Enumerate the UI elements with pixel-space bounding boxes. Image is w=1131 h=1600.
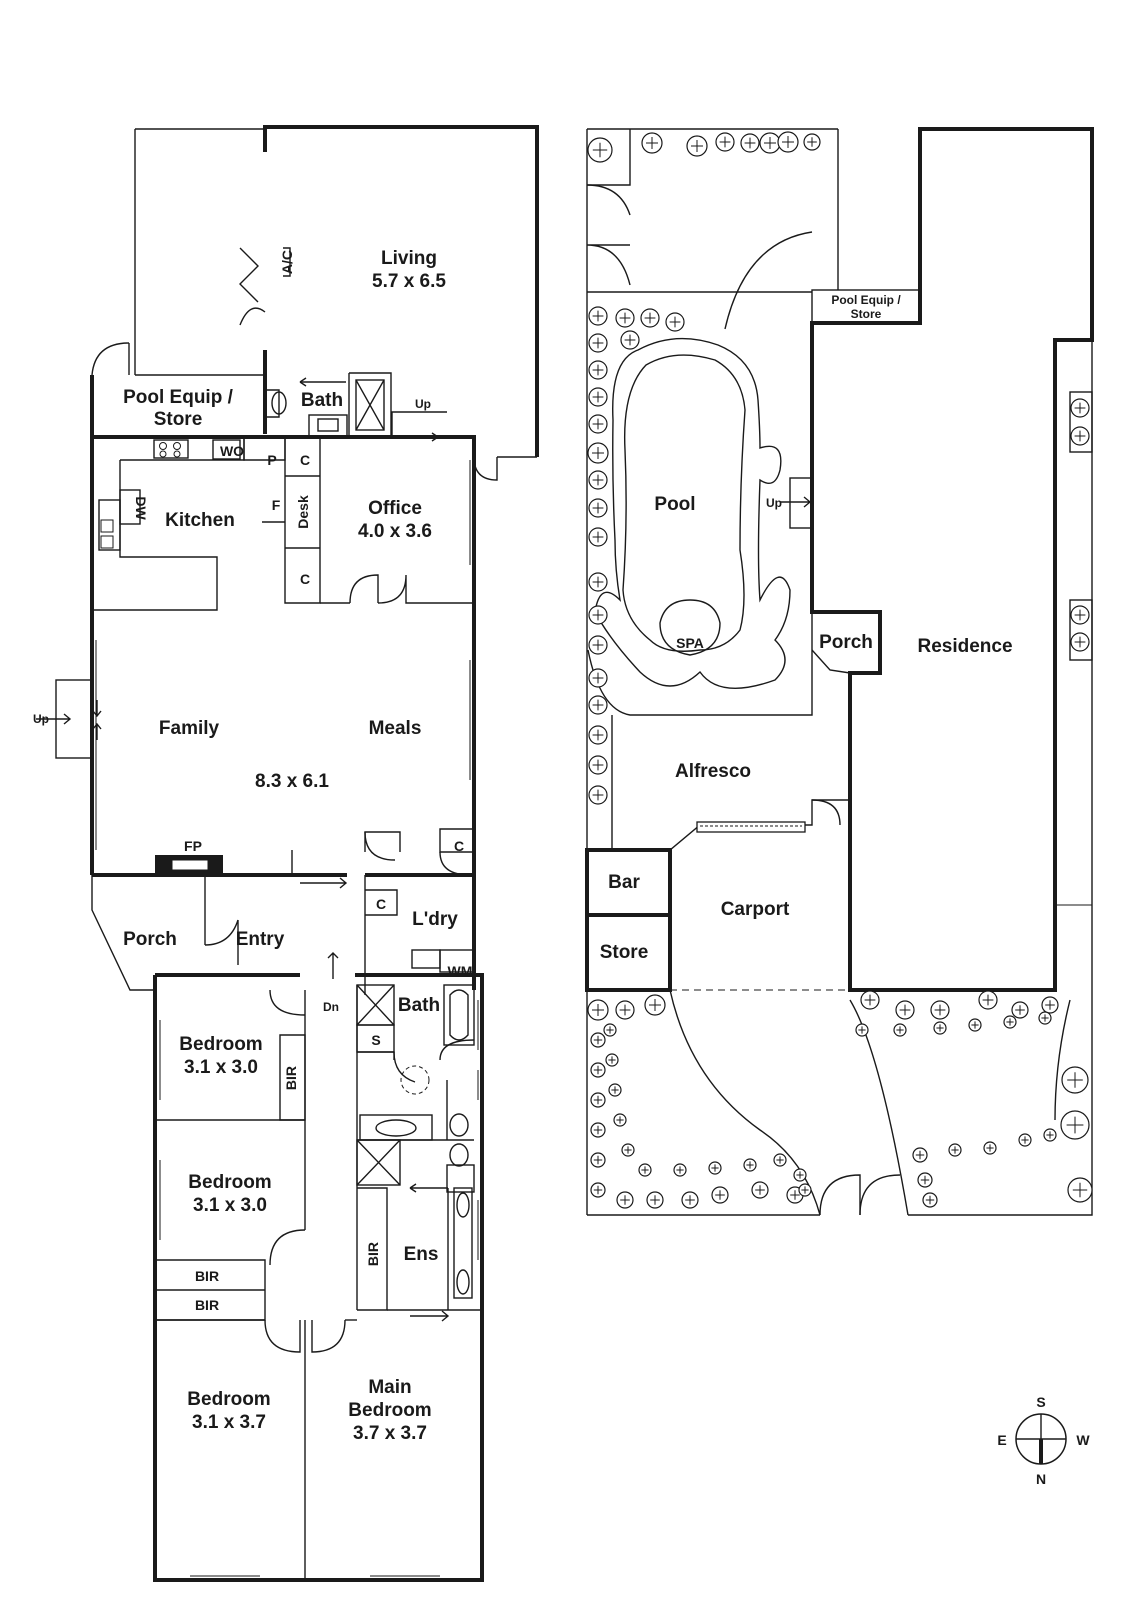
living-dims: 5.7 x 6.5 bbox=[372, 271, 446, 292]
bedroom-1-label: Bedroom bbox=[179, 1034, 262, 1055]
dn-label: Dn bbox=[323, 1000, 339, 1014]
residence-label: Residence bbox=[917, 636, 1012, 657]
shower-s-label: S bbox=[371, 1032, 380, 1048]
store-label: Store bbox=[600, 942, 649, 963]
entry-label: Entry bbox=[236, 929, 285, 950]
bar-label: Bar bbox=[608, 872, 640, 893]
family-dims: 8.3 x 6.1 bbox=[255, 771, 329, 792]
house-plan bbox=[36, 125, 539, 1582]
porch-left-label: Porch bbox=[123, 929, 177, 950]
bir-1-label: BIR bbox=[283, 1066, 299, 1090]
compass-w: W bbox=[1076, 1432, 1090, 1448]
compass-s: S bbox=[1036, 1394, 1045, 1410]
spa-label: SPA bbox=[676, 635, 704, 651]
main-bedroom-label-2: Bedroom bbox=[348, 1400, 431, 1421]
bedroom-1-dims: 3.1 x 3.0 bbox=[184, 1057, 258, 1078]
landscape-shrubs bbox=[587, 131, 1093, 1209]
cupboard-3-label: C bbox=[454, 838, 464, 854]
office-dims: 4.0 x 3.6 bbox=[358, 521, 432, 542]
cupboard-2-label: C bbox=[300, 571, 310, 587]
house-labels: Living 5.7 x 6.5 A/C Pool Equip / Store … bbox=[33, 248, 472, 1444]
main-bedroom-label: Main bbox=[368, 1377, 411, 1398]
main-bedroom-dims: 3.7 x 3.7 bbox=[353, 1423, 427, 1444]
office-label: Office bbox=[368, 498, 422, 519]
ens-label: Ens bbox=[404, 1244, 439, 1265]
kitchen-label: Kitchen bbox=[165, 510, 235, 531]
site-up-label: Up bbox=[766, 496, 782, 510]
pool-equip-left-label: Pool Equip / bbox=[123, 387, 233, 408]
bath-lower-label: Bath bbox=[398, 995, 440, 1016]
carport-label: Carport bbox=[721, 899, 790, 920]
compass: S E W N bbox=[997, 1394, 1090, 1487]
bedroom-3-label: Bedroom bbox=[187, 1389, 270, 1410]
bath-upper-label: Bath bbox=[301, 390, 343, 411]
ac-label: A/C bbox=[279, 250, 295, 274]
wm-label: WM bbox=[448, 963, 473, 979]
bir-2-label: BIR bbox=[195, 1268, 219, 1284]
laundry-label: L'dry bbox=[412, 909, 458, 930]
family-label: Family bbox=[159, 718, 220, 739]
fp-label: FP bbox=[184, 838, 202, 854]
bir-3-label: BIR bbox=[195, 1297, 219, 1313]
wo-label: WO bbox=[220, 443, 244, 459]
living-label: Living bbox=[381, 248, 437, 269]
dw-label: DW bbox=[133, 496, 149, 520]
bedroom-2-label: Bedroom bbox=[188, 1172, 271, 1193]
up-upper-label: Up bbox=[415, 397, 431, 411]
up-left-label: Up bbox=[33, 712, 49, 726]
site-labels: Pool Equip / Store Pool SPA Up Porch Res… bbox=[600, 293, 1013, 963]
cupboard-4-label: C bbox=[376, 896, 386, 912]
site-plan bbox=[585, 127, 1094, 1216]
meals-label: Meals bbox=[369, 718, 422, 739]
site-pool-equip-label-2: Store bbox=[851, 307, 882, 321]
alfresco-label: Alfresco bbox=[675, 761, 751, 782]
compass-e: E bbox=[997, 1432, 1006, 1448]
pool-label: Pool bbox=[654, 494, 695, 515]
site-pool-equip-label: Pool Equip / bbox=[831, 293, 901, 307]
site-porch-label: Porch bbox=[819, 632, 873, 653]
pantry-label: P bbox=[267, 452, 276, 468]
bir-4-label: BIR bbox=[365, 1242, 381, 1266]
fridge-label: F bbox=[272, 497, 281, 513]
bedroom-3-dims: 3.1 x 3.7 bbox=[192, 1412, 266, 1433]
cupboard-1-label: C bbox=[300, 452, 310, 468]
bedroom-2-dims: 3.1 x 3.0 bbox=[193, 1195, 267, 1216]
pool-equip-left-label-2: Store bbox=[154, 409, 203, 430]
desk-label: Desk bbox=[295, 495, 311, 529]
compass-n: N bbox=[1036, 1471, 1046, 1487]
